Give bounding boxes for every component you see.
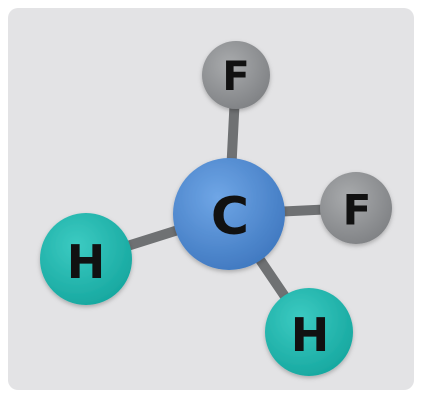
atom-h-bottom-label: H xyxy=(291,308,330,362)
atom-c-label: C xyxy=(211,187,249,247)
atom-c: C xyxy=(173,158,285,270)
atom-f-right: F xyxy=(320,172,392,244)
atom-f-top-label: F xyxy=(222,54,249,100)
atom-f-top: F xyxy=(202,41,270,109)
atom-h-bottom: H xyxy=(265,288,353,376)
atom-h-left-label: H xyxy=(67,235,106,289)
atom-f-right-label: F xyxy=(343,186,372,235)
atom-h-left: H xyxy=(40,213,132,305)
atoms-group: F F H H C xyxy=(40,41,392,376)
